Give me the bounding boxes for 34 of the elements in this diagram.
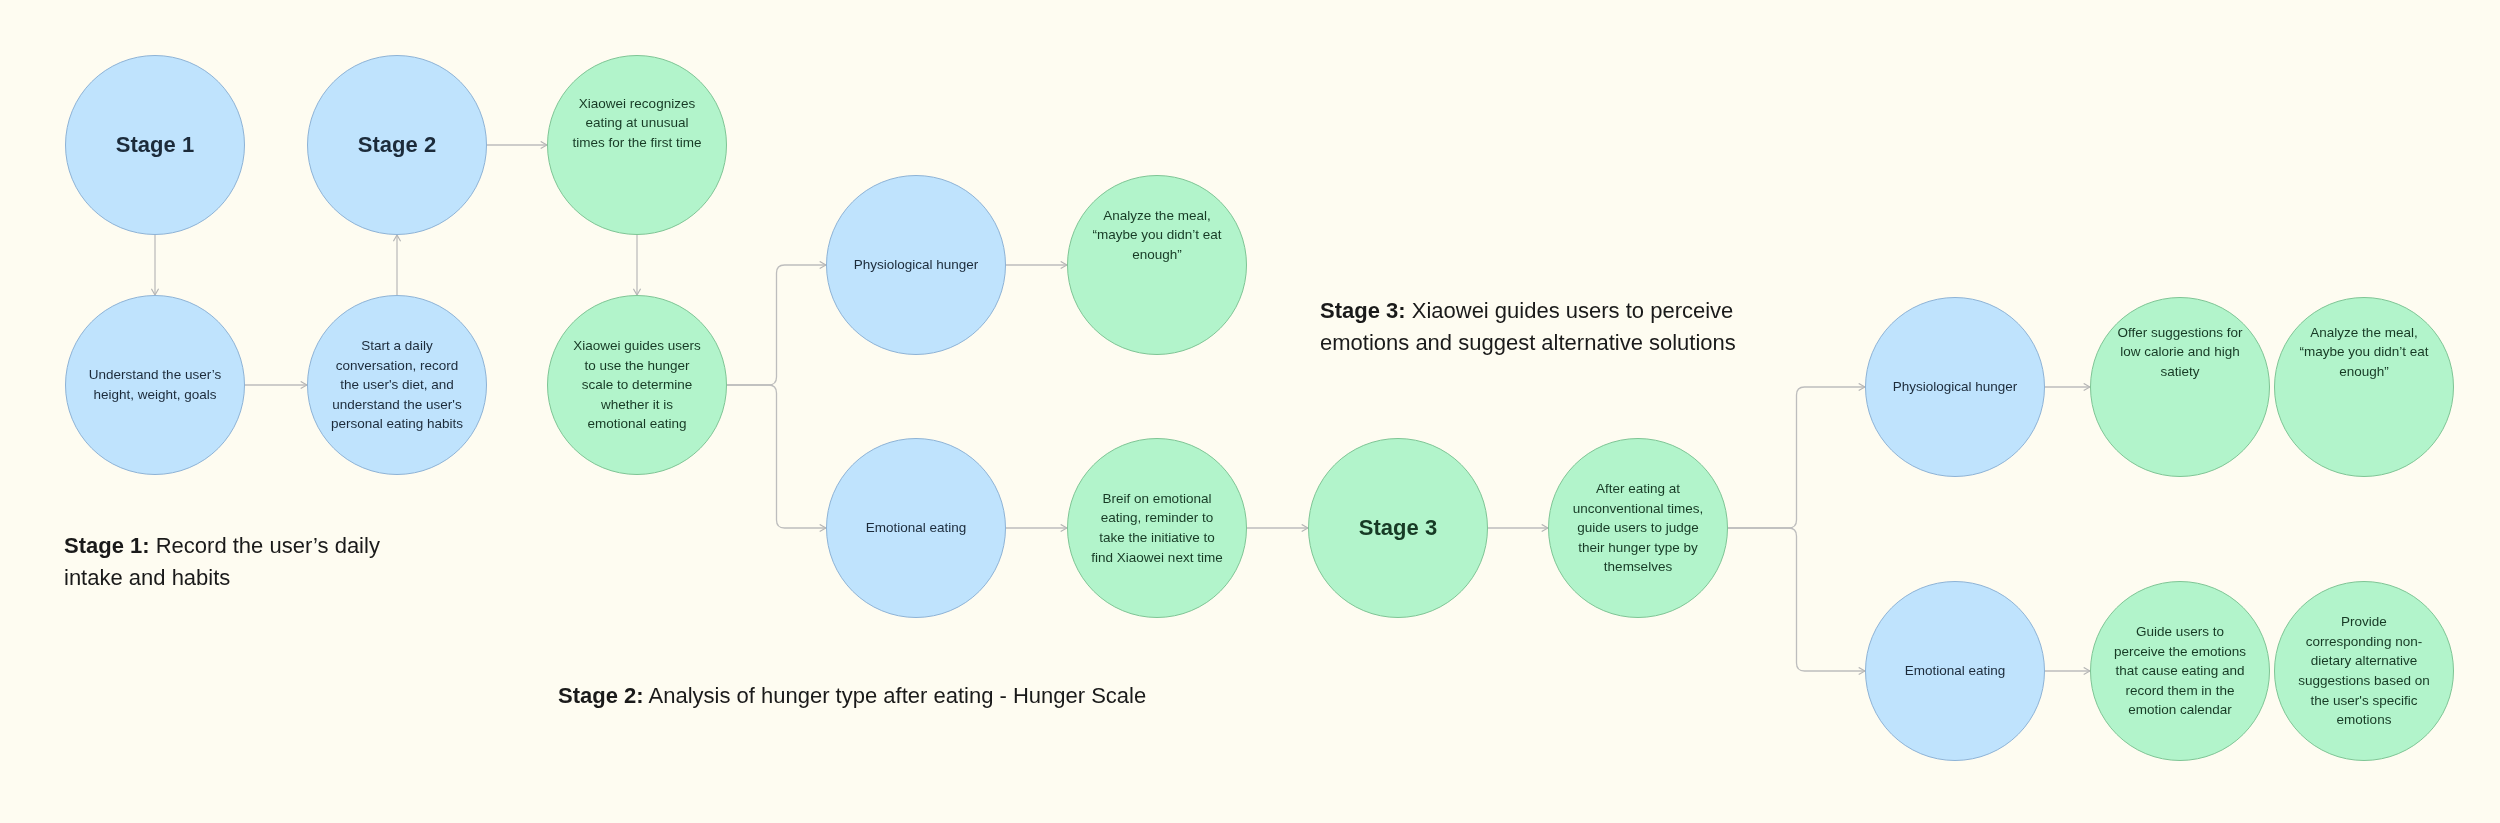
connector-arrow [150, 234, 160, 296]
step-text: Xiaowei guides users to use the hunger scale to determine whether it is emotional eating [572, 337, 702, 434]
step-text: Physiological hunger [852, 256, 980, 275]
connector-arrow [726, 384, 827, 533]
step-text: Guide users to perceive the emotions that cause eating and record them in the emotion calendar [2113, 623, 2247, 720]
step-text: Xiaowei recognizes eating at unusual times for the first time [571, 94, 703, 152]
stage-title: Stage 1 [114, 131, 196, 159]
stage-caption: Stage 1: Record the user’s daily intake and habits [64, 532, 381, 592]
step-text: Emotional eating [864, 519, 968, 538]
step-text: Offer suggestions for low calorie and high satiety [2116, 323, 2244, 381]
connector-arrow [244, 380, 308, 390]
stage-title: Stage 3 [1357, 514, 1439, 542]
step-text: Analyze the meal, “maybe you didn’t eat enough” [1091, 206, 1223, 264]
step-text: Analyze the meal, “maybe you didn’t eat enough” [2298, 323, 2430, 381]
connector-arrow [1005, 260, 1068, 270]
step-text: Breif on emotional eating, reminder to take the initiative to find Xiaowei next time [1090, 489, 1224, 567]
step-text: Provide corresponding non-dietary alternative suggestions based on the user's specific emotions [2297, 613, 2431, 730]
connector-arrow [1005, 523, 1068, 533]
step-text: Emotional eating [1903, 662, 2007, 681]
stage-caption: Stage 3: Xiaowei guides users to perceive emotions and suggest alternative solutions [1320, 297, 1737, 357]
step-text: Physiological hunger [1891, 378, 2019, 397]
stage-title: Stage 2 [356, 131, 438, 159]
step-text: Start a daily conversation, record the user's diet, and understand the user's personal eating habits [330, 337, 464, 434]
stage-caption: Stage 2: Analysis of hunger type after eating - Hunger Scale [558, 682, 1148, 710]
connector-arrow [1487, 523, 1549, 533]
connector-arrow [2044, 666, 2091, 676]
step-text: After eating at unconventional times, guide users to judge their hunger type by themselves [1571, 480, 1705, 577]
connector-arrow [2044, 382, 2091, 392]
connector-arrow [1246, 523, 1309, 533]
connector-arrow [392, 234, 402, 296]
connector-arrow [632, 234, 642, 296]
connector-arrow [1727, 527, 1866, 676]
step-text: Understand the user’s height, weight, goals [88, 366, 222, 404]
connector-arrow [486, 140, 548, 150]
